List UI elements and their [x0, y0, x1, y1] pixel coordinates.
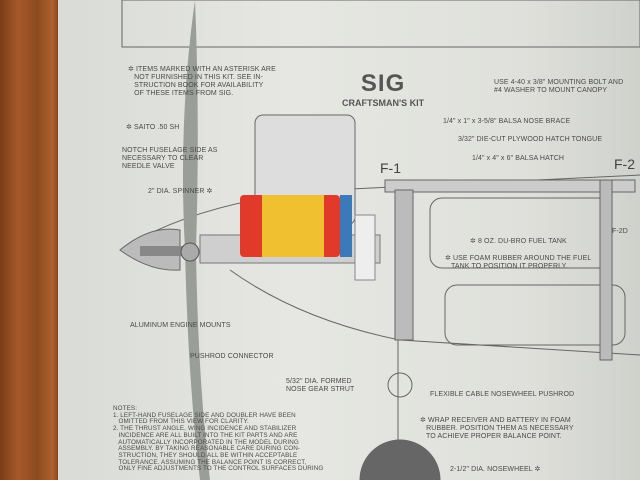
firewall-f1: [394, 189, 414, 341]
asterisk-note: ✲ ITEMS MARKED WITH AN ASTERISK ARE NOT …: [128, 66, 276, 97]
mounts-label: ALUMINUM ENGINE MOUNTS: [130, 322, 231, 329]
prop-shaft: [140, 246, 190, 256]
spinner-label: 2" DIA. SPINNER ✲: [148, 188, 213, 195]
f2-label: F-2: [614, 156, 635, 172]
wooden-table: [0, 0, 62, 480]
canopy-label: USE 4-40 x 3/8" MOUNTING BOLT AND #4 WAS…: [494, 79, 624, 94]
sig-logo: SIG CRAFTSMAN'S KIT: [342, 70, 424, 108]
mount-bracket: [354, 214, 376, 281]
f2d-label: F-2D: [612, 228, 628, 235]
notch-label: NOTCH FUSELAGE SIDE AS NECESSARY TO CLEA…: [122, 147, 218, 170]
hatch-tongue-label: 3/32" DIE-CUT PLYWOOD HATCH TONGUE: [458, 136, 603, 143]
nosewheel: [359, 439, 441, 480]
f1-label: F-1: [380, 160, 401, 176]
motor-endbell: [340, 195, 352, 257]
strut-coil: [387, 372, 413, 398]
hatch-label: 1/4" x 4" x 6" BALSA HATCH: [472, 155, 565, 162]
fuel-tank-label: ✲ 8 OZ. DU-BRO FUEL TANK: [470, 238, 567, 245]
pushrod-label: FLEXIBLE CABLE NOSEWHEEL PUSHROD: [430, 391, 575, 398]
propeller: [182, 0, 210, 480]
nose-brace-label: 1/4" x 1" x 3-5/8" BALSA NOSE BRACE: [443, 118, 571, 125]
foam-label: ✲ USE FOAM RUBBER AROUND THE FUEL TANK T…: [445, 255, 592, 270]
former-f2: [599, 179, 613, 361]
fuselage-bottom: [229, 269, 640, 356]
nosewheel-label: 2-1/2" DIA. NOSEWHEEL ✲: [450, 466, 541, 473]
nose-brace: [384, 179, 636, 193]
logo-brand: SIG: [360, 70, 406, 97]
motor-label: [262, 195, 324, 257]
rod-connector-label: PUSHROD CONNECTOR: [190, 353, 274, 360]
prop-nut: [180, 242, 200, 262]
notes: NOTES: 1. LEFT-HAND FUSELAGE SIDE AND DO…: [113, 405, 324, 473]
receiver: [444, 284, 626, 346]
logo-subtitle: CRAFTSMAN'S KIT: [342, 98, 425, 108]
wrap-label: ✲ WRAP RECEIVER AND BATTERY IN FOAM RUBB…: [420, 417, 574, 440]
wing-outline: [121, 0, 640, 48]
engine-label: ✲ SAITO .50 SH: [126, 124, 180, 131]
strut-label: 5/32" DIA. FORMED NOSE GEAR STRUT: [286, 378, 355, 393]
electric-motor: [140, 195, 381, 281]
